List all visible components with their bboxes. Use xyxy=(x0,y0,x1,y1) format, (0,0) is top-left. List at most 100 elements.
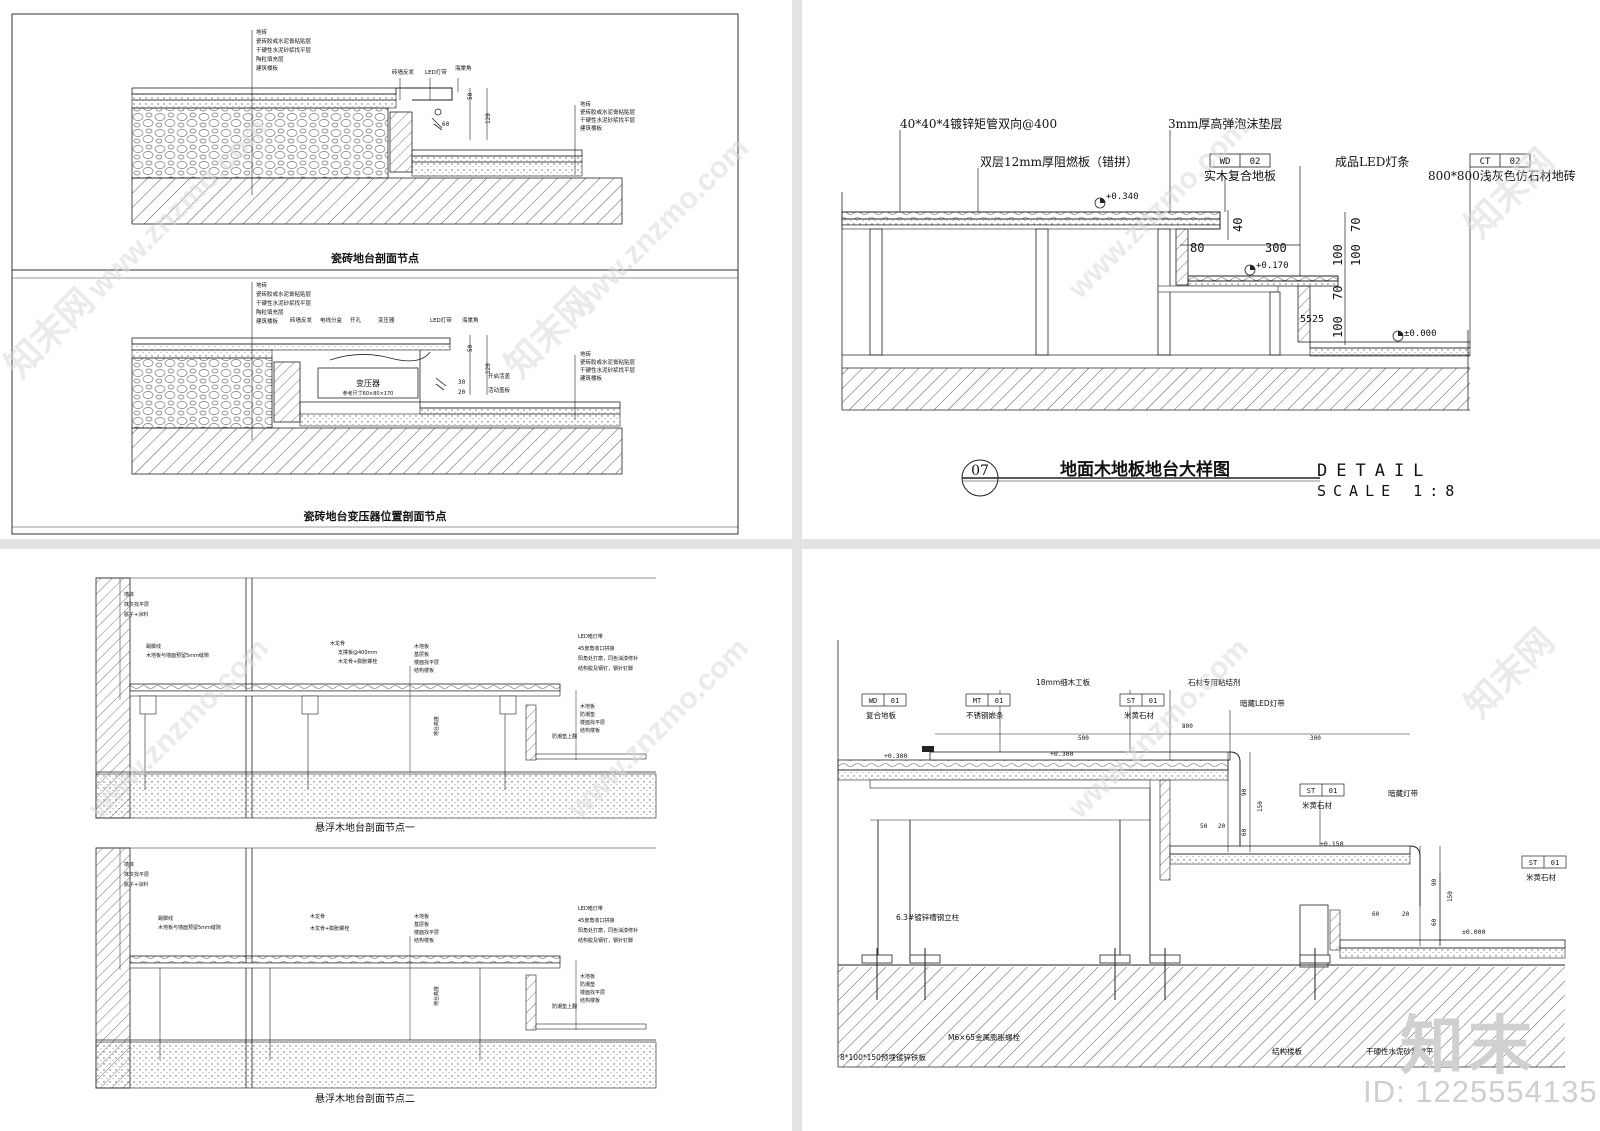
float-note: 木地板 xyxy=(414,643,429,650)
dim: 70 xyxy=(1331,286,1345,300)
float-note: 结构楼板 xyxy=(414,667,434,674)
dim: 300 xyxy=(1310,735,1321,742)
br-st-num: 01 xyxy=(1551,859,1559,867)
stone-dims: 500 800 300 90 150 60 50 20 90 150 60 60… xyxy=(1078,723,1454,926)
dim: 300 xyxy=(1265,241,1287,255)
brand-watermark: 知末 xyxy=(1400,1010,1536,1084)
float-note: 防潮垫上翻 xyxy=(552,1003,577,1010)
dim: 20 xyxy=(1402,911,1410,918)
slab-label: 结构楼板 xyxy=(1272,1046,1302,1056)
br-mt-tag: MT 01 xyxy=(965,693,1011,707)
detail-word: DETAIL xyxy=(1317,461,1432,481)
tile-note: 活动盖板 xyxy=(488,386,511,394)
dim: 120 xyxy=(485,113,492,124)
float-note: 45度角收口拼接 xyxy=(578,917,614,924)
dim: 100 xyxy=(1331,244,1345,266)
dim: 150 xyxy=(1447,891,1454,902)
panel-tile-platform: 瓷砖地台剖面节点 瓷砖地台变压器位置剖面节点 地砖 瓷砖胶或水泥膏粘贴层 干硬性… xyxy=(11,13,739,535)
dim: 40 xyxy=(1231,218,1245,232)
tile-note: 变压器 xyxy=(378,316,395,324)
watermark-url: www.znzmo.com xyxy=(561,132,755,326)
tile-note: LED灯带 xyxy=(425,68,447,76)
br-mt-num: 01 xyxy=(995,697,1003,705)
br-st-tag-3: ST 01 xyxy=(1521,855,1567,869)
wood-platform-structure xyxy=(841,192,1471,411)
dim: 60 xyxy=(1241,828,1248,836)
ct-num: 02 xyxy=(1510,157,1521,167)
panel-wood-platform-detail: WD 02 CT 02 40*40*4镀锌矩管双向@400 3mm厚高弹泡沫垫层… xyxy=(841,116,1576,500)
float-note: 抹灰找平层 xyxy=(124,871,149,878)
float-note: 墙体 xyxy=(124,861,134,868)
level: +0.150 xyxy=(1320,840,1344,848)
dim: 50 xyxy=(1200,823,1208,830)
float-note: 楼面找平层 xyxy=(580,719,605,726)
tile-note: 干硬性水泥砂浆找平层 xyxy=(256,299,312,307)
watermark-cn: 知末网 xyxy=(1457,620,1562,725)
dim: 800 xyxy=(1182,723,1193,730)
led-label: 成品LED灯条 xyxy=(1335,155,1409,169)
tile-note: 地砖 xyxy=(580,100,592,108)
dim: 90 xyxy=(1431,878,1438,886)
dim: 20 xyxy=(458,389,466,396)
ct-tag: CT 02 xyxy=(1469,153,1531,168)
dim: 120 xyxy=(485,363,492,374)
bolt-label: M6×65金属膨胀螺栓 xyxy=(948,1032,1021,1042)
float-note: 抹灰找平层 xyxy=(124,601,149,608)
glue-label: 石材专用粘结剂 xyxy=(1188,677,1241,687)
dim: 50 xyxy=(467,92,474,100)
tile-note: 干硬性水泥砂浆找平层 xyxy=(256,46,312,54)
dim: 30 xyxy=(458,379,466,386)
float-note: 木地板与墙面预留5mm缝隙 xyxy=(146,652,209,659)
board-label: 双层12mm厚阻燃板（错拼） xyxy=(980,154,1138,169)
br-st-code: ST xyxy=(1127,697,1136,705)
tile-note: 建筑楼板 xyxy=(256,64,279,72)
float-note: 踢脚线 xyxy=(158,915,173,922)
float-title-2: 悬浮木地台剖面节点二 xyxy=(315,1092,415,1105)
tile-note: 开孔 xyxy=(350,316,362,324)
float-note: 基层板 xyxy=(414,651,429,658)
tile-note: 地砖 xyxy=(580,350,592,358)
tile-note: 瓷砖胶或水泥膏粘贴层 xyxy=(256,37,312,45)
float-note: 地台高度 xyxy=(433,716,440,736)
float-note: 腻子+涂料 xyxy=(124,881,148,888)
float-note: 防潮垫 xyxy=(580,711,595,718)
dim: 500 xyxy=(1078,735,1089,742)
column-label: 6.3#镀锌槽钢立柱 xyxy=(896,912,960,922)
stone-structure xyxy=(837,640,1566,1068)
dim: 20 xyxy=(1218,823,1226,830)
dim: 60 xyxy=(442,121,450,128)
led1-label: 暗藏LED灯带 xyxy=(1240,698,1285,708)
dim: 60 xyxy=(1372,911,1380,918)
wd-num: 02 xyxy=(1250,157,1261,167)
tile-note: 建筑楼板 xyxy=(580,374,603,382)
float-note: 基层板 xyxy=(414,921,429,928)
dim: 90 xyxy=(1241,788,1248,796)
dim: 70 xyxy=(1349,218,1363,232)
tile-note: 干硬性水泥砂浆找平层 xyxy=(580,116,636,124)
level: +0.170 xyxy=(1256,261,1289,271)
dim: 50 xyxy=(467,344,474,352)
tile-right-notes: 地砖 瓷砖胶或水泥膏粘贴层 干硬性水泥砂浆找平层 建筑楼板 地砖 瓷砖胶或水泥膏… xyxy=(488,100,636,394)
tile-note: 建筑楼板 xyxy=(256,317,279,325)
tile-note: 海棠角 xyxy=(462,316,479,324)
float-title-1: 悬浮木地台剖面节点一 xyxy=(315,821,415,834)
tile-note: 干硬性水泥砂浆找平层 xyxy=(580,366,636,374)
tile-note: 电线分盒 xyxy=(320,316,343,324)
float-note: 木龙骨+膨胀螺栓 xyxy=(338,658,377,665)
wood-levels: +0.340 +0.170 ±0.000 xyxy=(1106,192,1437,339)
tile-section-2 xyxy=(131,282,623,475)
panel-floating-wood: 悬浮木地台剖面节点一 悬浮木地台剖面节点二 墙体 抹灰找平层 腻子+涂料 踢脚线… xyxy=(95,577,657,1105)
float-note: 墙体 xyxy=(124,591,134,598)
float-note: 腻子+涂料 xyxy=(124,611,148,618)
float-note: 楼面找平层 xyxy=(414,659,439,666)
br-wd-tag: WD 01 xyxy=(861,693,907,707)
dim: 100 xyxy=(1331,316,1345,338)
float-note: 结构胶及钢钉，钢针钉脚 xyxy=(578,665,633,672)
float-note: 楼面找平层 xyxy=(580,989,605,996)
tile-title-1: 瓷砖地台剖面节点 xyxy=(331,251,419,265)
tile-note: 瓷砖胶或水泥膏粘贴层 xyxy=(580,108,636,116)
watermark-cn: 知末网 xyxy=(0,280,102,385)
float-note: 支撑板@400mm xyxy=(338,649,377,656)
